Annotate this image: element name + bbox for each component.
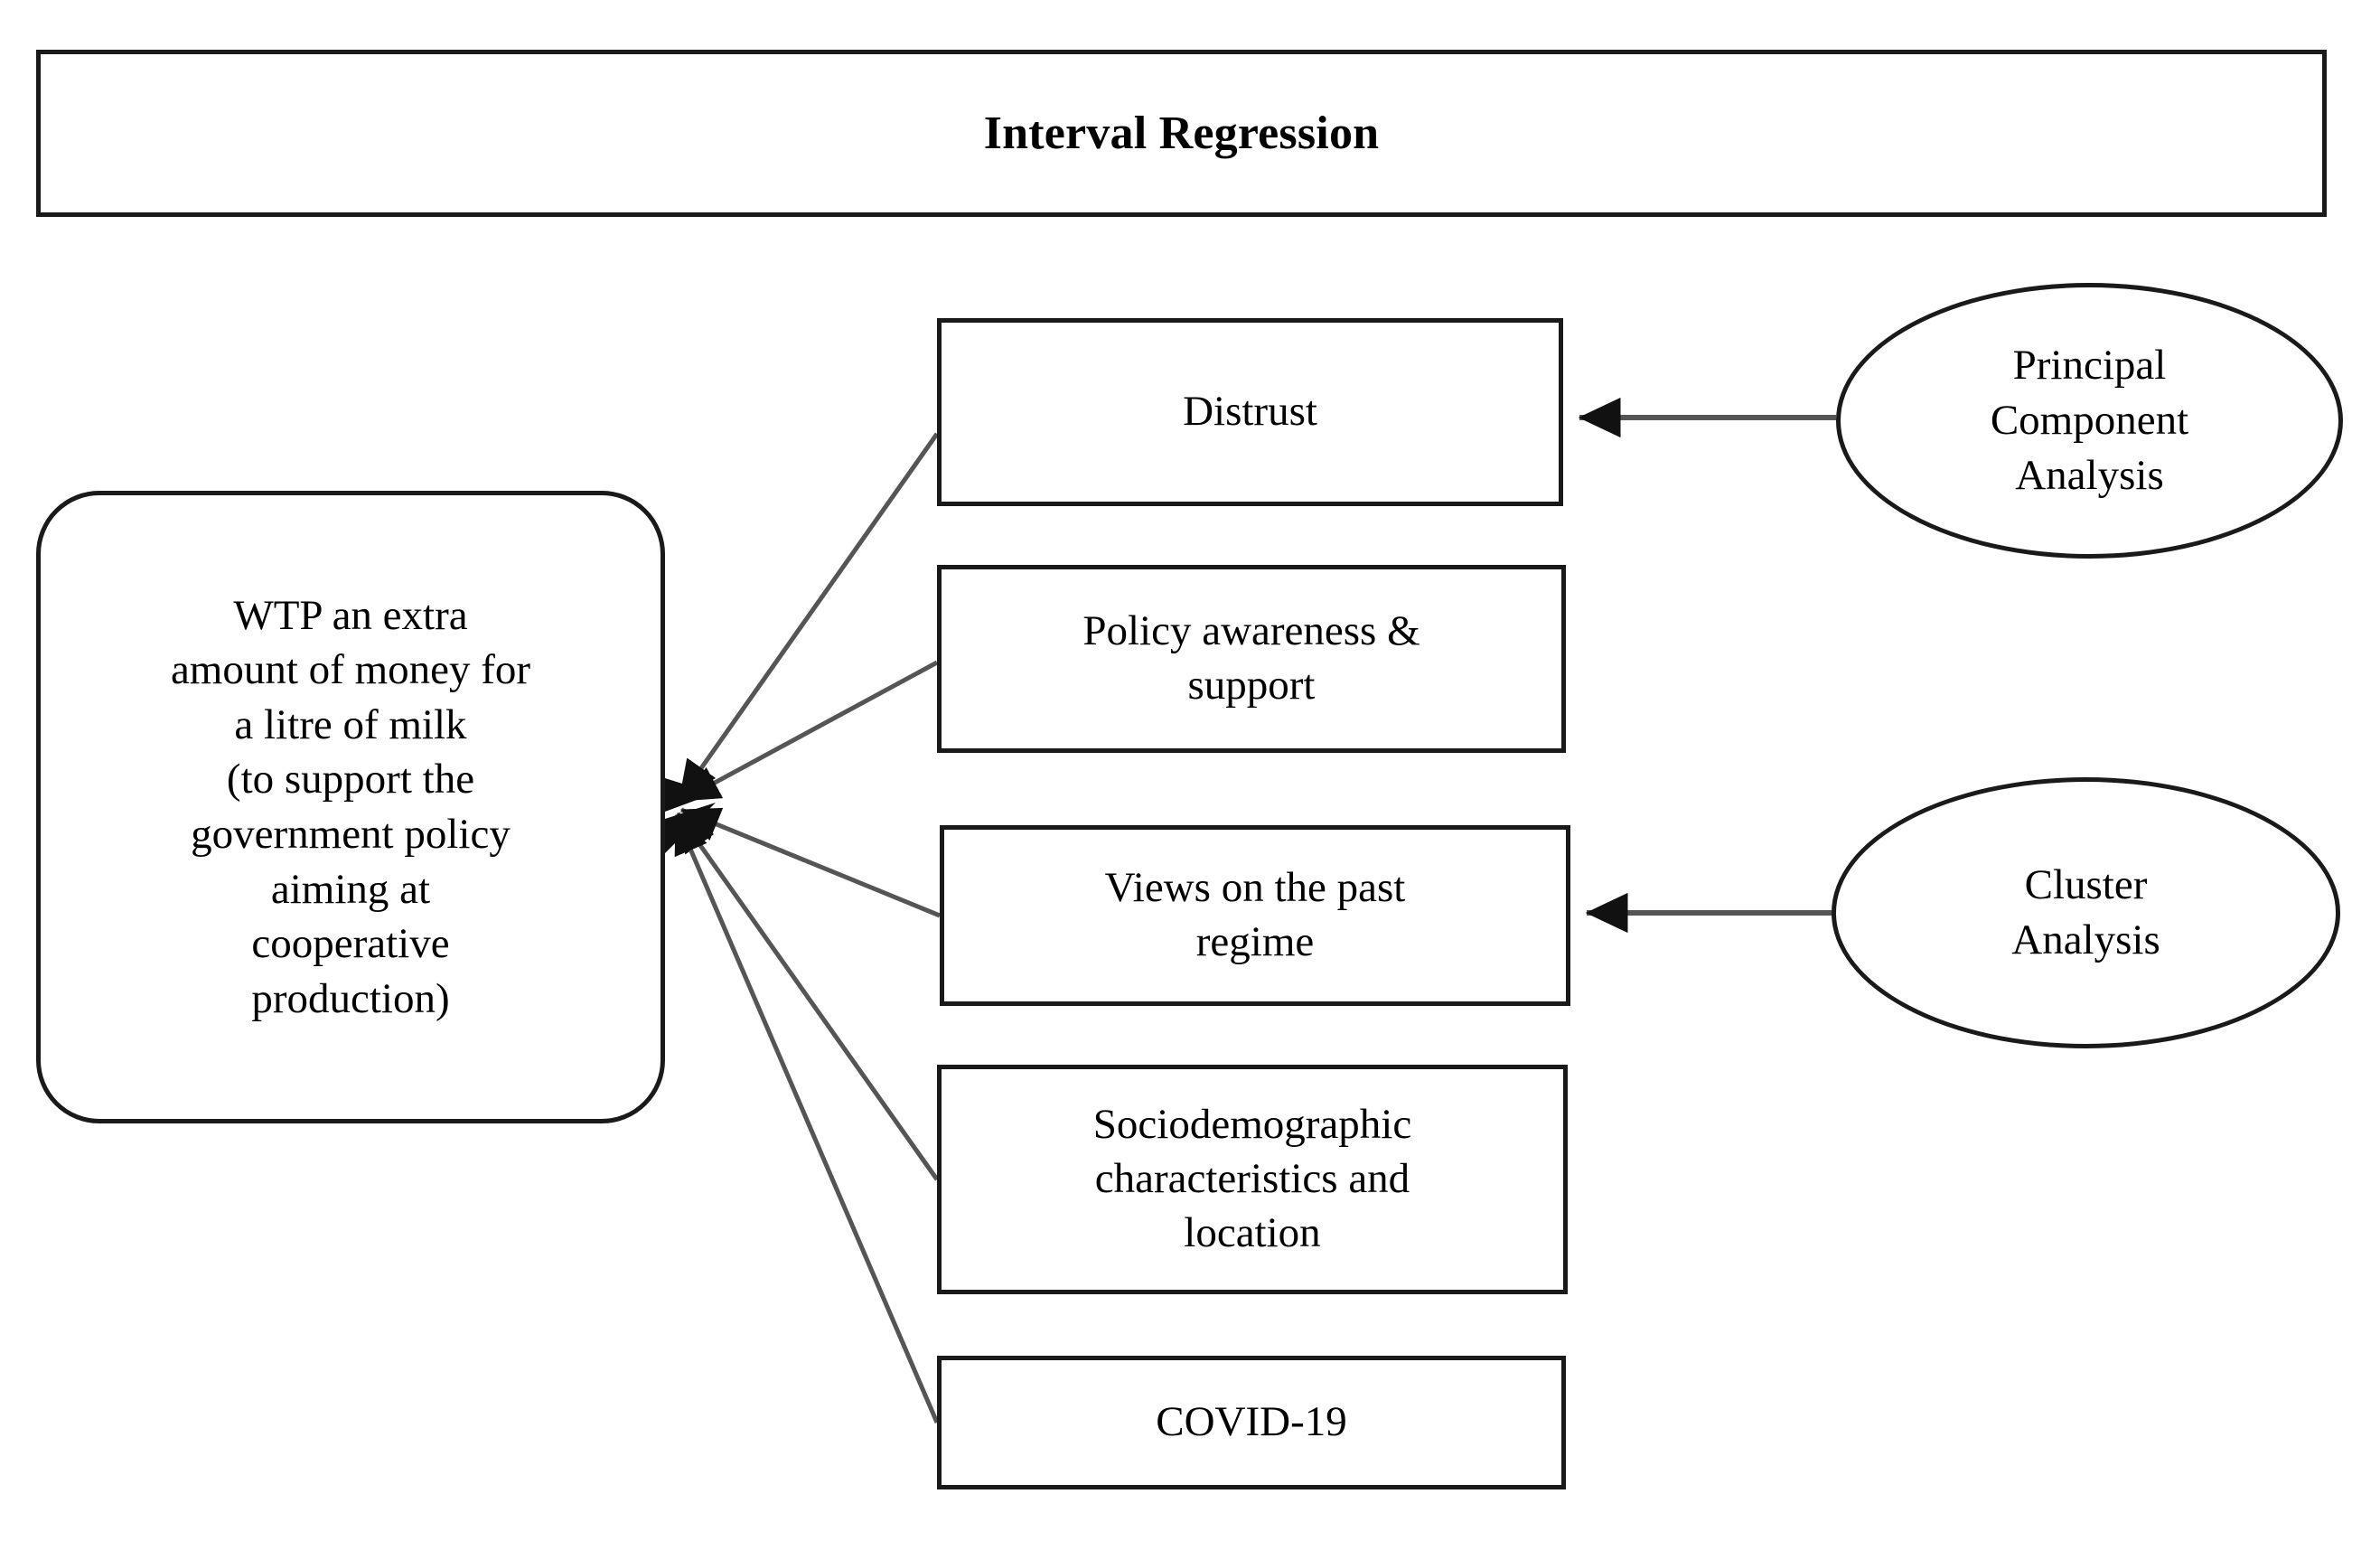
wtp-node-label: WTP an extra amount of money for a litre… [170, 591, 531, 1022]
connector-distrust-to-wtp [677, 432, 940, 801]
method-ellipse-principal-component-analysis: Principal Component Analysis [1836, 283, 2343, 559]
method-label-principal-component-analysis: Principal Component Analysis [1990, 341, 2189, 500]
factor-label-covid-19: COVID-19 [1156, 1398, 1347, 1446]
factor-box-sociodemographic-characteristics-and-location: Sociodemographic characteristics and loc… [937, 1065, 1568, 1294]
connector-regime-to-wtp [680, 807, 941, 918]
method-ellipse-cluster-analysis: Cluster Analysis [1832, 777, 2340, 1048]
fan-connector-group [665, 432, 941, 1424]
factor-box-distrust: Distrust [937, 318, 1563, 506]
factor-label-views-on-the-past-regime: Views on the past regime [1104, 864, 1406, 965]
wtp-node: WTP an extra amount of money for a litre… [36, 491, 665, 1123]
method-connector-group [1578, 397, 1836, 934]
factor-box-views-on-the-past-regime: Views on the past regime [940, 825, 1570, 1006]
connector-policy-to-wtp [679, 660, 939, 803]
factor-label-sociodemographic-characteristics-and-location: Sociodemographic characteristics and loc… [1092, 1101, 1412, 1256]
factor-label-distrust: Distrust [1183, 388, 1317, 436]
factor-box-policy-awareness-support: Policy awareness & support [937, 565, 1566, 753]
factor-label-policy-awareness-support: Policy awareness & support [1082, 607, 1420, 709]
connector-covid-to-wtp [673, 814, 940, 1424]
factor-box-covid-19: COVID-19 [937, 1356, 1566, 1489]
title-banner: Interval Regression [36, 50, 2327, 217]
connector-sociodemo-to-wtp [675, 812, 940, 1181]
method-label-cluster-analysis: Cluster Analysis [2011, 860, 2160, 963]
page-title: Interval Regression [983, 108, 1380, 159]
